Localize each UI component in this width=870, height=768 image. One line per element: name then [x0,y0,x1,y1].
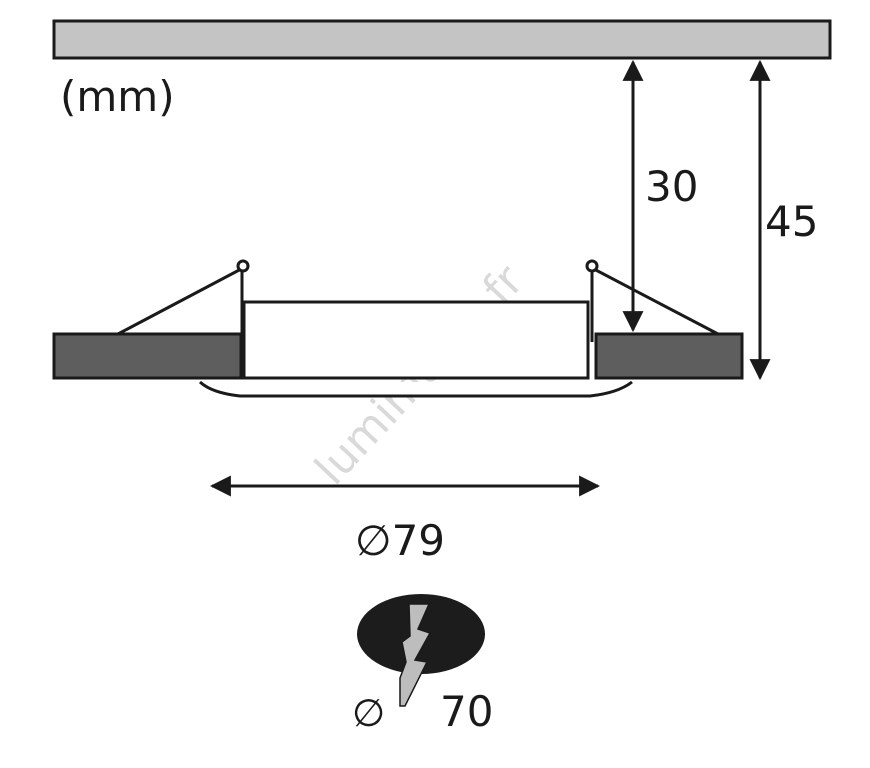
spring-clip-right [585,259,719,342]
ceiling-board-right [594,332,744,380]
recessed-fixture [198,300,633,398]
ceiling-board-left [52,332,243,380]
depth-inner-label: 30 [645,162,698,211]
cutout-diameter-value: 70 [440,687,493,736]
ceiling-cutout-icon [357,594,485,707]
unit-label: (mm) [60,72,175,121]
outer-diameter-label: ∅79 [355,516,445,565]
cutout-diameter-symbol: ∅ [352,691,385,735]
ceiling-slab [52,19,832,60]
fixture-bezel [198,380,633,398]
fixture-body [242,300,590,380]
depth-total-label: 45 [765,197,818,246]
spring-clip-left [117,259,250,342]
